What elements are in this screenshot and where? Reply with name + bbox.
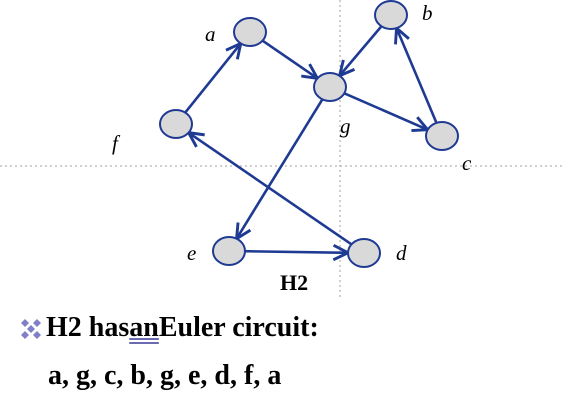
edge-e-d	[244, 251, 348, 253]
node-e	[212, 236, 246, 266]
edge-d-f	[189, 133, 353, 246]
euler-circuit-statement: H2 has an Euler circuit:	[18, 312, 319, 344]
edge-c-b	[397, 28, 438, 124]
node-label-d: d	[396, 241, 407, 265]
node-c	[425, 121, 459, 151]
statement-suffix: Euler circuit:	[158, 312, 319, 343]
edge-g-c	[343, 92, 427, 129]
node-b	[374, 0, 408, 30]
edge-g-e	[237, 98, 324, 238]
node-label-a: a	[205, 22, 216, 46]
diamond-bullet-icon	[21, 319, 41, 339]
node-f	[159, 109, 193, 139]
node-label-c: c	[462, 151, 472, 175]
graph-title: H2	[280, 270, 308, 295]
node-d	[347, 238, 381, 268]
euler-circuit-sequence: a, g, c, b, g, e, d, f, a	[48, 360, 282, 391]
edge-b-g	[340, 25, 383, 76]
node-label-f: f	[112, 131, 121, 155]
node-label-g: g	[340, 114, 351, 138]
node-g	[313, 72, 347, 102]
edge-f-a	[184, 43, 241, 114]
node-a	[233, 17, 267, 47]
node-label-e: e	[187, 241, 196, 265]
edge-a-g	[261, 39, 318, 79]
statement-prefix: H2 has	[46, 312, 130, 343]
node-label-b: b	[422, 1, 433, 25]
statement-emphasis: an	[129, 312, 159, 343]
